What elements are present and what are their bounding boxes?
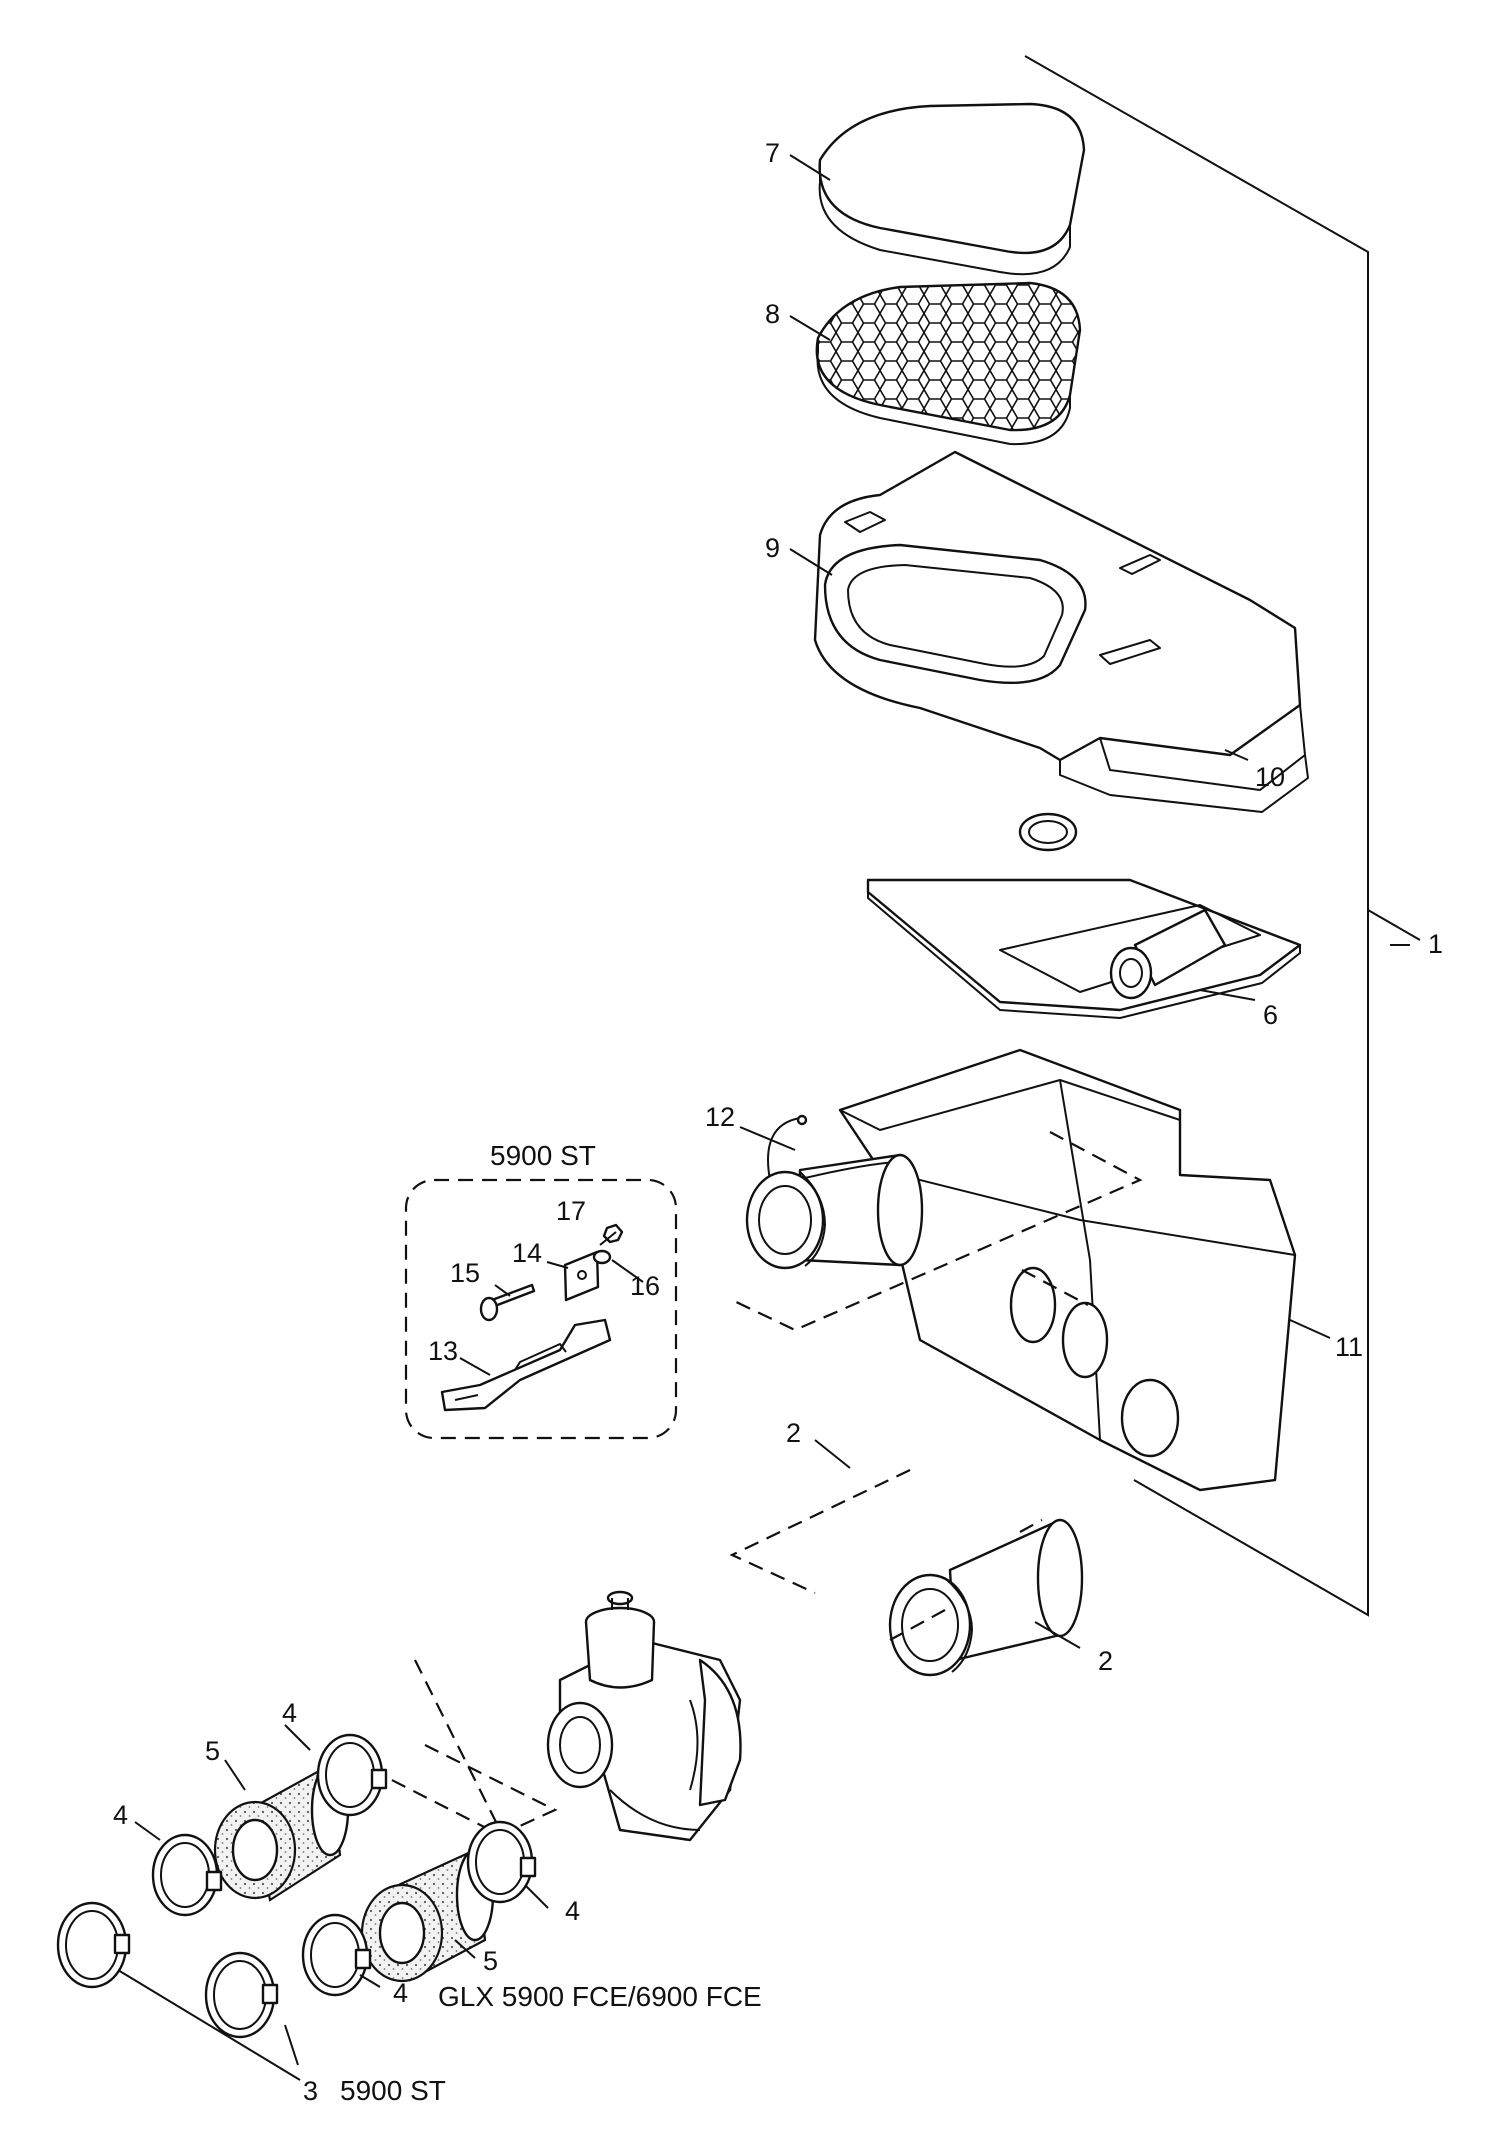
- callout-5-lower: 5: [483, 1946, 498, 1976]
- callout-13: 13: [428, 1336, 458, 1366]
- callout-9: 9: [765, 533, 780, 563]
- callout-14: 14: [512, 1238, 542, 1268]
- mesh-filter: [815, 281, 1082, 446]
- clamp-3a: [56, 1901, 131, 1989]
- callout-2-upper: 2: [786, 1418, 801, 1448]
- airbox-base: [838, 1048, 1297, 1492]
- callout-4-right: 4: [565, 1896, 580, 1926]
- callout-5-upper: 5: [205, 1736, 220, 1766]
- clamp-4a: [316, 1733, 388, 1817]
- callout-12: 12: [705, 1102, 735, 1132]
- washer-16: [592, 1249, 612, 1265]
- baffle-plate: [866, 812, 1302, 1019]
- callout-16: 16: [630, 1271, 660, 1301]
- assembly-bracket-line: [1024, 55, 1421, 1617]
- bolt-15: [479, 1283, 536, 1322]
- callout-15: 15: [450, 1258, 480, 1288]
- callout-3: 3: [303, 2076, 318, 2106]
- callout-4-upper: 4: [282, 1698, 297, 1728]
- callout-1: 1: [1428, 929, 1443, 959]
- callout-10: 10: [1255, 762, 1285, 792]
- prefilter-pad: [818, 102, 1086, 276]
- clamp-3b: [204, 1951, 279, 2039]
- boot-upper: [213, 1763, 350, 1902]
- callout-17: 17: [556, 1196, 586, 1226]
- clamp-4d: [301, 1913, 372, 1997]
- callout-4-bottom: 4: [393, 1978, 408, 2008]
- carburetor: [546, 1590, 742, 1842]
- intake-tube-lower: [888, 1518, 1084, 1677]
- callout-8: 8: [765, 299, 780, 329]
- airbox-lid: [813, 450, 1309, 813]
- intake-tube-upper: [745, 1153, 924, 1270]
- callout-11: 11: [1335, 1332, 1363, 1362]
- leader-lines: [117, 154, 1410, 2081]
- variant-label-st: 5900 ST: [340, 2075, 446, 2106]
- callout-7: 7: [765, 138, 780, 168]
- connection-dashes: [377, 1131, 1143, 1837]
- callout-4-left: 4: [113, 1800, 128, 1830]
- bracket-14: [563, 1250, 600, 1302]
- variant-label-glx: GLX 5900 FCE/6900 FCE: [438, 1981, 762, 2012]
- clamp-4b: [151, 1833, 223, 1917]
- option-box-title: 5900 ST: [490, 1140, 596, 1171]
- callout-2-lower: 2: [1098, 1646, 1113, 1676]
- callout-6: 6: [1263, 1000, 1278, 1030]
- strap-13: [440, 1318, 612, 1412]
- option-box: [404, 1178, 678, 1440]
- clamp-4c: [466, 1820, 537, 1904]
